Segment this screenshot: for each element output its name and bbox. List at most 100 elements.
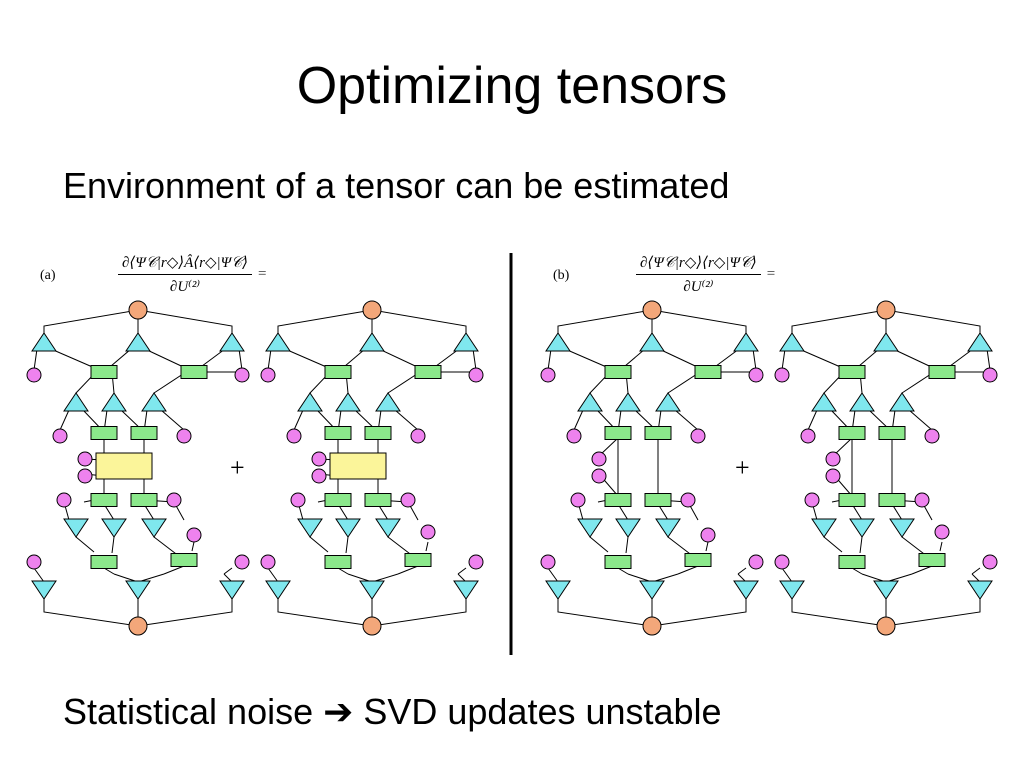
site-node — [400, 492, 416, 508]
bond-line — [371, 309, 467, 342]
panel-b-numerator: ∂⟨Ψ𝒞|r◇⟩⟨r◇|Ψ𝒞⟩ — [636, 253, 761, 275]
disentangler-tensor — [324, 493, 352, 507]
bond-line — [277, 309, 373, 342]
isometry-tensor — [375, 392, 401, 412]
disentangler-tensor — [170, 553, 198, 567]
bond-line — [781, 348, 786, 371]
isometry-tensor — [639, 580, 665, 600]
disentangler-tensor — [644, 426, 672, 440]
disentangler-tensor — [130, 493, 158, 507]
site-node — [540, 554, 556, 570]
isometry-tensor — [733, 332, 759, 352]
disentangler-tensor — [90, 555, 118, 569]
isometry-tensor — [655, 392, 681, 412]
panel-a-formula: ∂⟨Ψ𝒞|r◇⟩Â⟨r◇|Ψ𝒞⟩∂U⁽²⁾= — [118, 253, 266, 296]
bond-line — [293, 409, 304, 431]
bond-line — [160, 409, 185, 431]
bond-line — [791, 599, 887, 627]
site-node — [591, 451, 607, 467]
site-node — [914, 492, 930, 508]
isometry-tensor — [297, 392, 323, 412]
bond-line — [986, 348, 991, 371]
disentangler-tensor — [694, 365, 722, 379]
isometry-tensor — [811, 518, 837, 538]
site-node — [748, 554, 764, 570]
bond-line — [625, 536, 629, 554]
bond-line — [111, 536, 115, 554]
top-tensor — [362, 300, 382, 320]
disentangler-tensor — [90, 493, 118, 507]
isometry-tensor — [63, 518, 89, 538]
bond-line — [939, 541, 943, 552]
site-node — [825, 451, 841, 467]
slide-subtitle: Environment of a tensor can be estimated — [63, 165, 730, 206]
site-node — [540, 367, 556, 383]
site-node — [234, 367, 250, 383]
bond-line — [472, 348, 477, 371]
top-tensor — [642, 616, 662, 636]
site-node — [680, 492, 696, 508]
top-tensor — [642, 300, 662, 320]
site-node — [166, 492, 182, 508]
site-node — [286, 428, 302, 444]
disentangler-tensor — [838, 426, 866, 440]
site-node — [77, 468, 93, 484]
isometry-tensor — [31, 332, 57, 352]
disentangler-tensor — [878, 426, 906, 440]
disentangler-tensor — [604, 426, 632, 440]
bond-line — [33, 567, 45, 583]
isometry-tensor — [125, 332, 151, 352]
bond-line — [397, 565, 419, 575]
bottom-text-after: SVD updates unstable — [363, 691, 722, 732]
bond-line — [59, 409, 70, 431]
disentangler-tensor — [604, 493, 632, 507]
disentangler-tensor — [324, 555, 352, 569]
panel-a-label: (a) — [40, 268, 56, 283]
isometry-tensor — [265, 332, 291, 352]
site-node — [825, 468, 841, 484]
isometry-tensor — [141, 518, 167, 538]
disentangler-tensor — [404, 553, 432, 567]
site-node — [26, 554, 42, 570]
bond-line — [705, 541, 709, 552]
isometry-tensor — [873, 332, 899, 352]
bond-line — [807, 409, 818, 431]
isometry-tensor — [219, 580, 245, 600]
isometry-tensor — [655, 518, 681, 538]
disentangler-tensor — [604, 365, 632, 379]
bond-line — [971, 567, 981, 575]
tensor-network-1 — [26, 300, 250, 636]
panel-a-plus: + — [230, 453, 245, 482]
isometry-tensor — [967, 580, 993, 600]
isometry-tensor — [125, 580, 151, 600]
bond-line — [651, 599, 747, 627]
site-node — [26, 367, 42, 383]
bond-line — [191, 541, 195, 552]
panel-b-label: (b) — [553, 268, 570, 283]
panel-a-numerator: ∂⟨Ψ𝒞|r◇⟩Â⟨r◇|Ψ𝒞⟩ — [118, 253, 252, 275]
bond-line — [677, 565, 699, 575]
isometry-tensor — [375, 518, 401, 538]
bond-line — [309, 536, 329, 553]
isometry-tensor — [63, 392, 89, 412]
bond-line — [752, 348, 757, 371]
bond-line — [163, 565, 185, 575]
bond-line — [859, 536, 863, 554]
isometry-tensor — [779, 332, 805, 352]
disentangler-tensor — [364, 426, 392, 440]
bond-line — [547, 567, 559, 583]
bond-line — [823, 536, 843, 553]
bond-line — [33, 348, 38, 371]
disentangler-tensor — [918, 553, 946, 567]
site-node — [748, 367, 764, 383]
isometry-tensor — [219, 332, 245, 352]
disentangler-tensor — [130, 426, 158, 440]
site-node — [311, 468, 327, 484]
bottom-text-before: Statistical noise — [63, 691, 314, 732]
site-node — [410, 428, 426, 444]
bond-line — [457, 567, 467, 575]
site-node — [186, 527, 202, 543]
panel-b-denominator: ∂U⁽²⁾ — [683, 279, 714, 295]
panel-b-plus: + — [735, 453, 750, 482]
isometry-tensor — [545, 332, 571, 352]
